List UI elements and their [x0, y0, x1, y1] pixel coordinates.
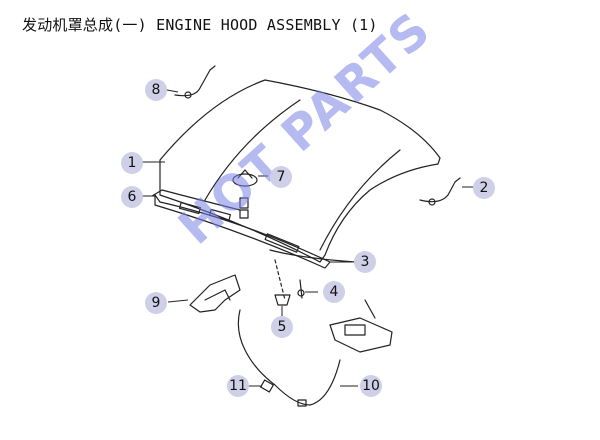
hood-panel — [159, 79, 441, 263]
callout-10: 10 — [360, 375, 382, 397]
stay-left — [174, 65, 216, 97]
stay-right — [419, 177, 461, 203]
callout-8: 8 — [145, 79, 167, 101]
frame-slot-2 — [208, 208, 232, 222]
page-title: 发动机罩总成(一) ENGINE HOOD ASSEMBLY (1) — [22, 16, 378, 34]
callout-5: 5 — [271, 316, 293, 338]
seal-side — [151, 189, 241, 211]
callout-7: 7 — [270, 166, 292, 188]
callout-4: 4 — [323, 281, 345, 303]
nozzle — [232, 173, 258, 187]
callout-3: 3 — [354, 251, 376, 273]
callout-2: 2 — [473, 177, 495, 199]
frame-slot-1 — [178, 201, 202, 215]
callout-11: 11 — [227, 375, 249, 397]
callout-6: 6 — [121, 186, 143, 208]
hood-frame — [154, 194, 331, 269]
callout-9: 9 — [145, 292, 167, 314]
stop — [274, 294, 291, 306]
frame-slot-3 — [264, 233, 300, 253]
hood-crease-right — [319, 149, 401, 251]
latch — [329, 317, 393, 353]
hood-crease-left — [204, 99, 301, 201]
hinge — [189, 274, 241, 313]
callout-1: 1 — [121, 152, 143, 174]
cable — [237, 309, 341, 406]
seal-front — [269, 249, 356, 263]
